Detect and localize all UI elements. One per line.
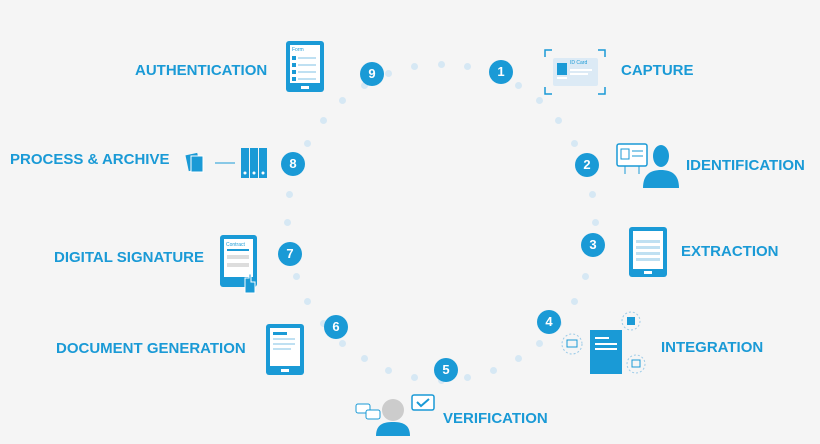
id-card-scan-icon: ID Card bbox=[544, 49, 606, 95]
form-text: Form bbox=[292, 47, 304, 53]
step-6-badge: 6 bbox=[324, 315, 348, 339]
path-dot bbox=[464, 62, 472, 70]
path-dot bbox=[304, 297, 312, 305]
path-dot bbox=[384, 70, 392, 78]
step-4-label: INTEGRATION bbox=[661, 339, 764, 356]
path-dot bbox=[514, 81, 522, 89]
id-card-text: ID Card bbox=[570, 60, 587, 66]
path-dot bbox=[410, 62, 418, 70]
path-dot bbox=[570, 139, 578, 147]
path-dot bbox=[514, 355, 522, 363]
step-7-label: DIGITAL SIGNATURE bbox=[54, 249, 204, 266]
path-dot bbox=[360, 81, 368, 89]
step-5-badge: 5 bbox=[434, 358, 458, 382]
authentication-form-tablet-icon: Form bbox=[286, 41, 324, 92]
step-5-label: VERIFICATION bbox=[443, 410, 548, 427]
path-dot bbox=[490, 366, 498, 374]
path-dot bbox=[591, 218, 599, 226]
path-dot bbox=[536, 339, 544, 347]
integration-document-icon bbox=[561, 311, 646, 374]
process-archive-icon bbox=[185, 148, 267, 178]
path-dot bbox=[410, 374, 418, 382]
path-dot bbox=[555, 116, 563, 124]
step-2-label: IDENTIFICATION bbox=[686, 157, 805, 174]
path-dot bbox=[589, 191, 597, 199]
path-dot bbox=[319, 320, 327, 328]
path-dot bbox=[292, 272, 300, 280]
digital-signature-tablet-icon: Contract bbox=[220, 235, 257, 294]
step-8-badge: 8 bbox=[281, 152, 305, 176]
step-3-label: EXTRACTION bbox=[681, 243, 779, 260]
path-dot bbox=[360, 355, 368, 363]
path-dot bbox=[319, 116, 327, 124]
path-dot bbox=[283, 218, 291, 226]
step-6-label: DOCUMENT GENERATION bbox=[56, 340, 246, 357]
step-3-badge: 3 bbox=[581, 233, 605, 257]
path-dot bbox=[536, 97, 544, 105]
path-dot bbox=[437, 60, 445, 68]
step-8-label: PROCESS & ARCHIVE bbox=[10, 151, 170, 168]
identification-person-icon bbox=[616, 143, 679, 188]
step-1-badge: 1 bbox=[489, 60, 513, 84]
path-dot bbox=[285, 191, 293, 199]
path-dot bbox=[384, 366, 392, 374]
step-4-badge: 4 bbox=[537, 310, 561, 334]
path-dot bbox=[464, 374, 472, 382]
step-9-badge: 9 bbox=[360, 62, 384, 86]
path-dot bbox=[338, 339, 346, 347]
extraction-tablet-icon bbox=[629, 227, 667, 277]
step-2-badge: 2 bbox=[575, 153, 599, 177]
path-dot bbox=[570, 297, 578, 305]
step-9-label: AUTHENTICATION bbox=[135, 62, 268, 79]
path-dot bbox=[304, 139, 312, 147]
contract-text: Contract bbox=[226, 242, 246, 248]
step-1-label: CAPTURE bbox=[621, 62, 694, 79]
document-generation-tablet-icon bbox=[266, 324, 304, 375]
step-7-badge: 7 bbox=[278, 242, 302, 266]
verification-support-agent-icon bbox=[355, 394, 435, 436]
path-dot bbox=[338, 97, 346, 105]
path-dot bbox=[582, 272, 590, 280]
